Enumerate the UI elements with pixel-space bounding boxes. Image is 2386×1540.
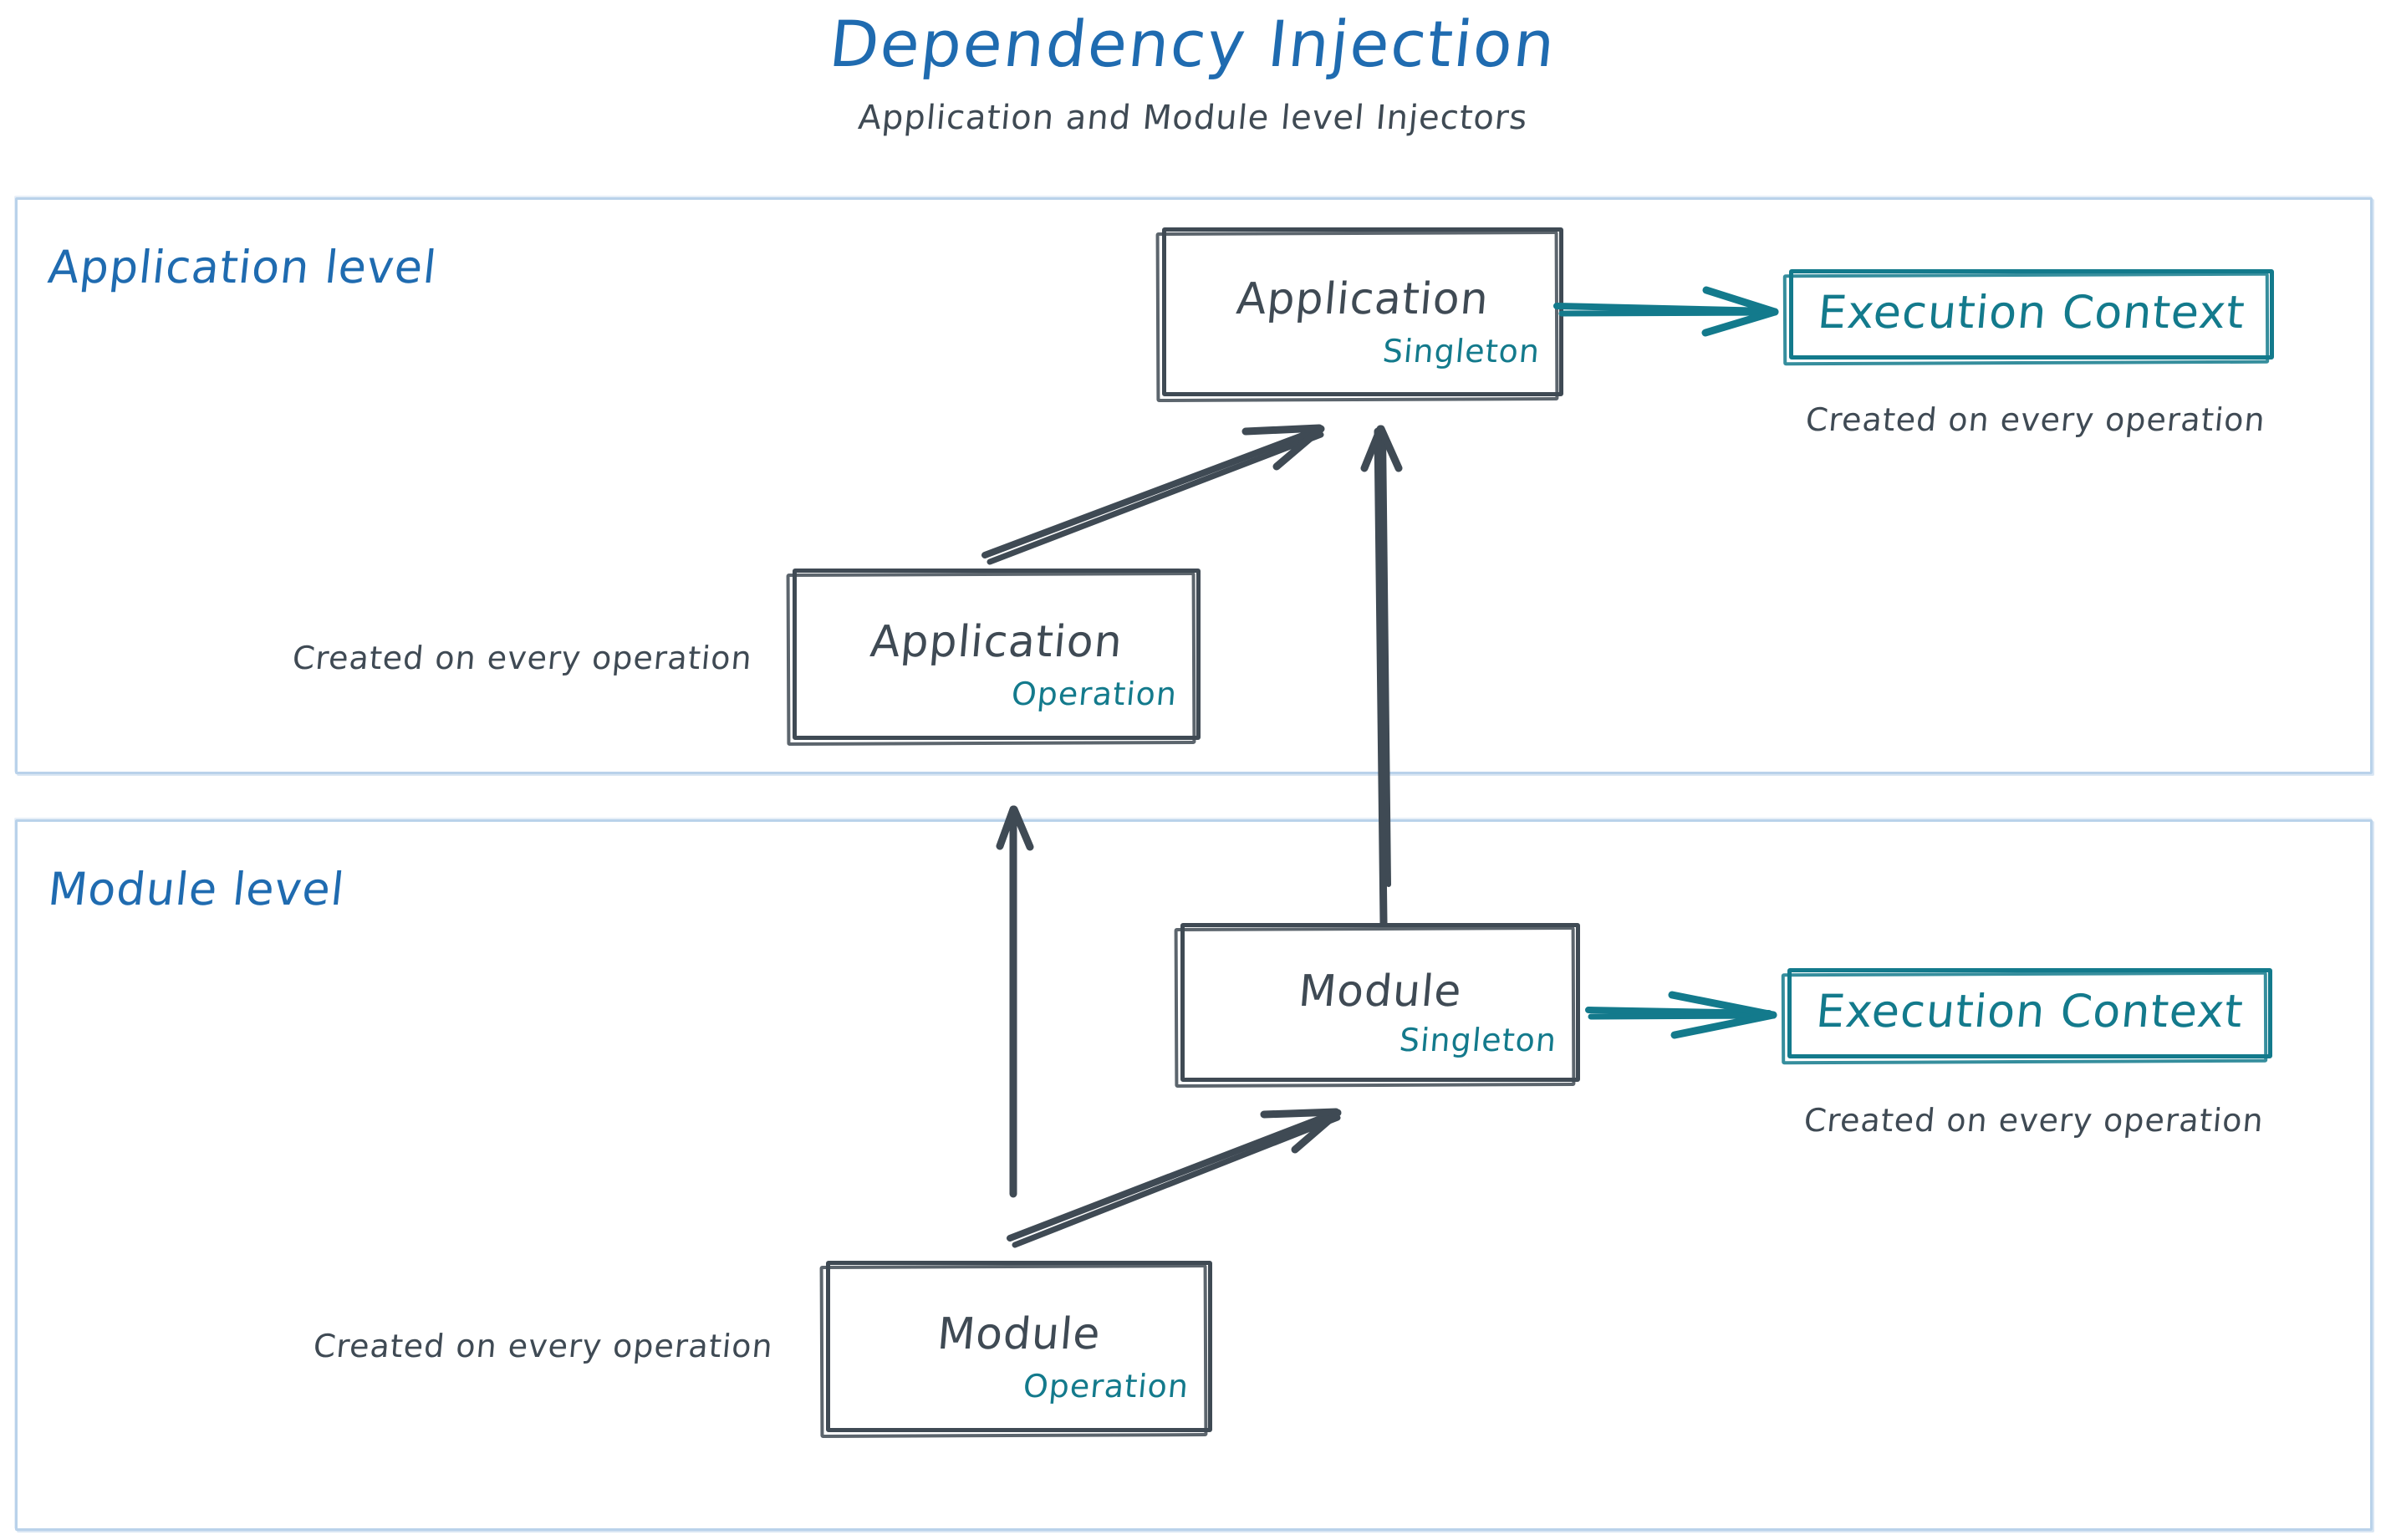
- box-module-singleton[interactable]: Module Singleton: [1174, 923, 1580, 1089]
- box-frame-inner: [1787, 968, 2272, 1058]
- box-title-application-singleton: Application: [1234, 274, 1491, 324]
- page-subtitle: Application and Module level Injectors: [856, 99, 1530, 137]
- note-execution-context-module: Created on every operation: [1802, 1102, 2266, 1139]
- box-application-operation[interactable]: Application Operation: [786, 569, 1201, 747]
- box-scope-application-singleton: Singleton: [1381, 333, 1542, 370]
- panel-label-module-level: Module level: [45, 863, 348, 915]
- box-execution-context-module[interactable]: Execution Context: [1781, 968, 2272, 1065]
- box-execution-context-application[interactable]: Execution Context: [1782, 269, 2274, 366]
- page-title: Dependency Injection: [826, 7, 1560, 81]
- box-frame-inner: [826, 1261, 1212, 1432]
- box-frame-inner: [1789, 269, 2274, 360]
- box-title-module-operation: Module: [935, 1309, 1104, 1359]
- box-title-application-operation: Application: [868, 617, 1125, 667]
- box-scope-module-operation: Operation: [1021, 1368, 1190, 1405]
- box-frame-inner: [793, 569, 1201, 740]
- box-application-singleton[interactable]: Application Singleton: [1155, 227, 1563, 403]
- note-execution-context-application: Created on every operation: [1804, 401, 2267, 438]
- box-module-operation[interactable]: Module Operation: [819, 1261, 1212, 1439]
- note-application-operation: Created on every operation: [291, 640, 754, 676]
- box-title-module-singleton: Module: [1296, 966, 1465, 1017]
- panel-module-level: [15, 819, 2373, 1531]
- panel-application-level: [15, 197, 2373, 774]
- panel-label-application-level: Application level: [45, 241, 440, 293]
- box-title-execution-context-module: Execution Context: [1813, 985, 2246, 1038]
- note-module-operation: Created on every operation: [312, 1328, 775, 1364]
- box-scope-application-operation: Operation: [1009, 676, 1179, 712]
- box-title-execution-context-application: Execution Context: [1815, 286, 2248, 339]
- box-scope-module-singleton: Singleton: [1398, 1022, 1558, 1058]
